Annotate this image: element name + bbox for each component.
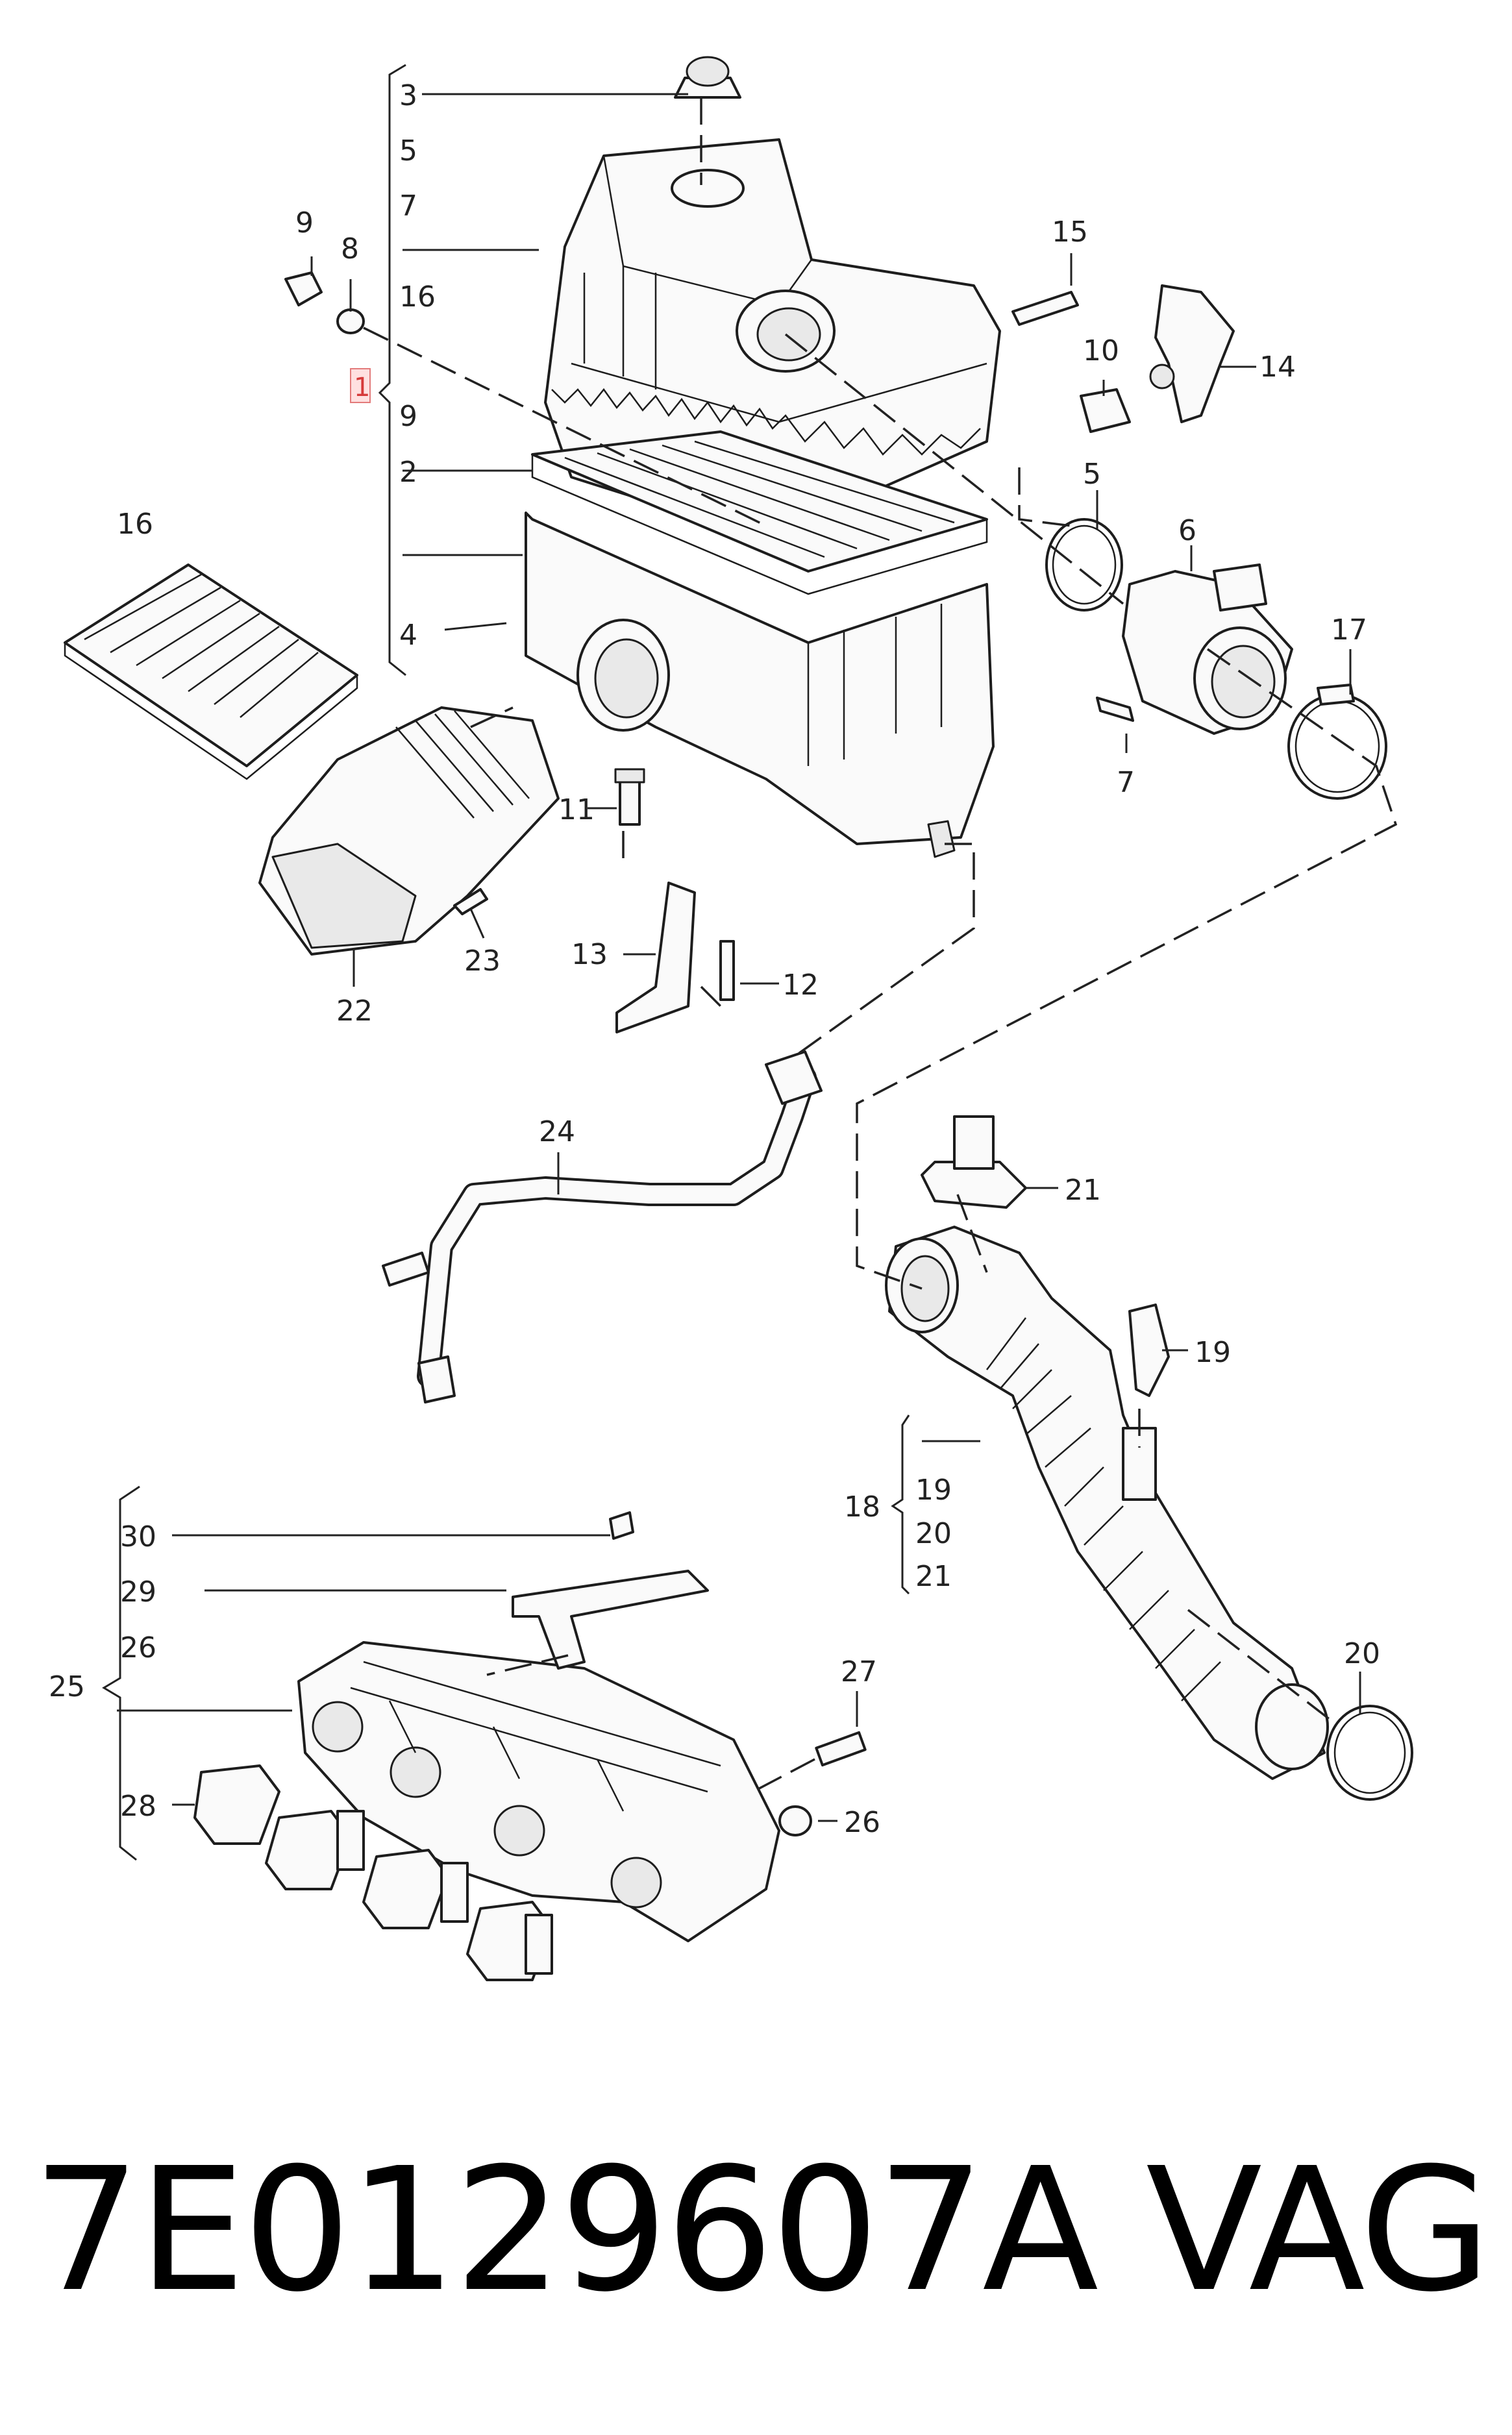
callout-26: 26 (844, 1806, 880, 1839)
grommet-part-10 (1080, 388, 1131, 433)
callout-1: 1 (354, 373, 370, 402)
washer-part-8 (336, 308, 365, 334)
callout-labels: 3 5 7 16 1 9 2 4 9 8 15 14 10 5 6 17 7 1… (49, 79, 1380, 1839)
callout-10: 10 (1083, 334, 1119, 367)
callout-4: 4 (399, 619, 417, 652)
sensor-part-19 (1122, 1304, 1170, 1501)
callout-28: 28 (120, 1790, 156, 1823)
sensor-flange-part-21 (921, 1115, 1027, 1209)
callout-21-hose: 21 (915, 1560, 952, 1593)
bolt-part-27 (815, 1731, 867, 1767)
bracket-part-29 (512, 1570, 709, 1670)
intake-manifold-part-25 (297, 1641, 780, 1942)
cap-part-3 (674, 56, 741, 99)
callout-3: 3 (399, 79, 417, 112)
callout-13: 13 (571, 938, 608, 971)
callout-5: 5 (1083, 458, 1101, 491)
bolt-part-30 (609, 1511, 634, 1540)
callout-22: 22 (336, 995, 373, 1028)
air-filter-housing-lower (525, 512, 995, 858)
callout-7: 7 (1117, 766, 1135, 799)
callout-1-highlight (350, 368, 371, 403)
bracket-part-13 (615, 882, 696, 1033)
callout-14: 14 (1259, 351, 1296, 384)
brand-label: VAG (1146, 2131, 1491, 2329)
breather-hose-part-24 (382, 1050, 823, 1403)
callout-12: 12 (782, 969, 819, 1002)
part-number: 7E0129607A (32, 2131, 1098, 2329)
callout-11: 11 (558, 793, 595, 826)
callout-18: 18 (844, 1490, 880, 1524)
callout-5-housing: 5 (399, 134, 417, 167)
callout-6: 6 (1178, 514, 1196, 547)
assembly-dashed-lines (363, 97, 1398, 1793)
callout-29: 29 (120, 1576, 156, 1609)
callout-19-hose: 19 (915, 1474, 952, 1507)
callout-9-housing: 9 (399, 400, 417, 433)
callout-27: 27 (841, 1655, 877, 1688)
mass-air-flow-meter-part-6 (1122, 563, 1293, 735)
intake-duct-part-22 (258, 706, 560, 956)
gasket-part-28 (193, 1764, 553, 1981)
hose-clamp-part-20 (1326, 1705, 1413, 1801)
callout-17: 17 (1331, 613, 1367, 647)
callout-20: 20 (1344, 1637, 1380, 1670)
intake-hose-part-18 (885, 1226, 1329, 1780)
callout-26-manifold: 26 (120, 1631, 156, 1664)
callout-20-hose: 20 (915, 1517, 952, 1550)
screw-part-7 (1096, 697, 1134, 722)
callout-24: 24 (539, 1115, 575, 1148)
callout-2: 2 (399, 456, 417, 489)
screw-part-23 (453, 888, 488, 915)
callout-16-housing: 16 (399, 280, 436, 314)
rivet-part-12 (719, 940, 735, 1001)
callout-15: 15 (1052, 216, 1088, 249)
bolt-part-11 (614, 768, 645, 826)
callout-25: 25 (49, 1670, 85, 1703)
rivet-part-15 (1011, 291, 1079, 326)
callout-30: 30 (120, 1520, 156, 1553)
callout-9: 9 (295, 206, 314, 240)
callout-21: 21 (1065, 1174, 1101, 1207)
o-ring-part-5 (1045, 518, 1123, 612)
seal-part-26 (778, 1805, 812, 1836)
sensor-part-14 (1149, 284, 1235, 423)
callout-23: 23 (464, 945, 501, 978)
callout-19: 19 (1195, 1336, 1231, 1369)
grommet-part-9 (284, 271, 323, 306)
hose-clamp-part-17 (1287, 684, 1387, 800)
callout-8: 8 (341, 232, 359, 266)
leader-lines (102, 64, 1361, 1861)
callout-16: 16 (117, 508, 153, 541)
callout-7-housing: 7 (399, 190, 417, 223)
filter-element-part-16 (64, 563, 358, 780)
